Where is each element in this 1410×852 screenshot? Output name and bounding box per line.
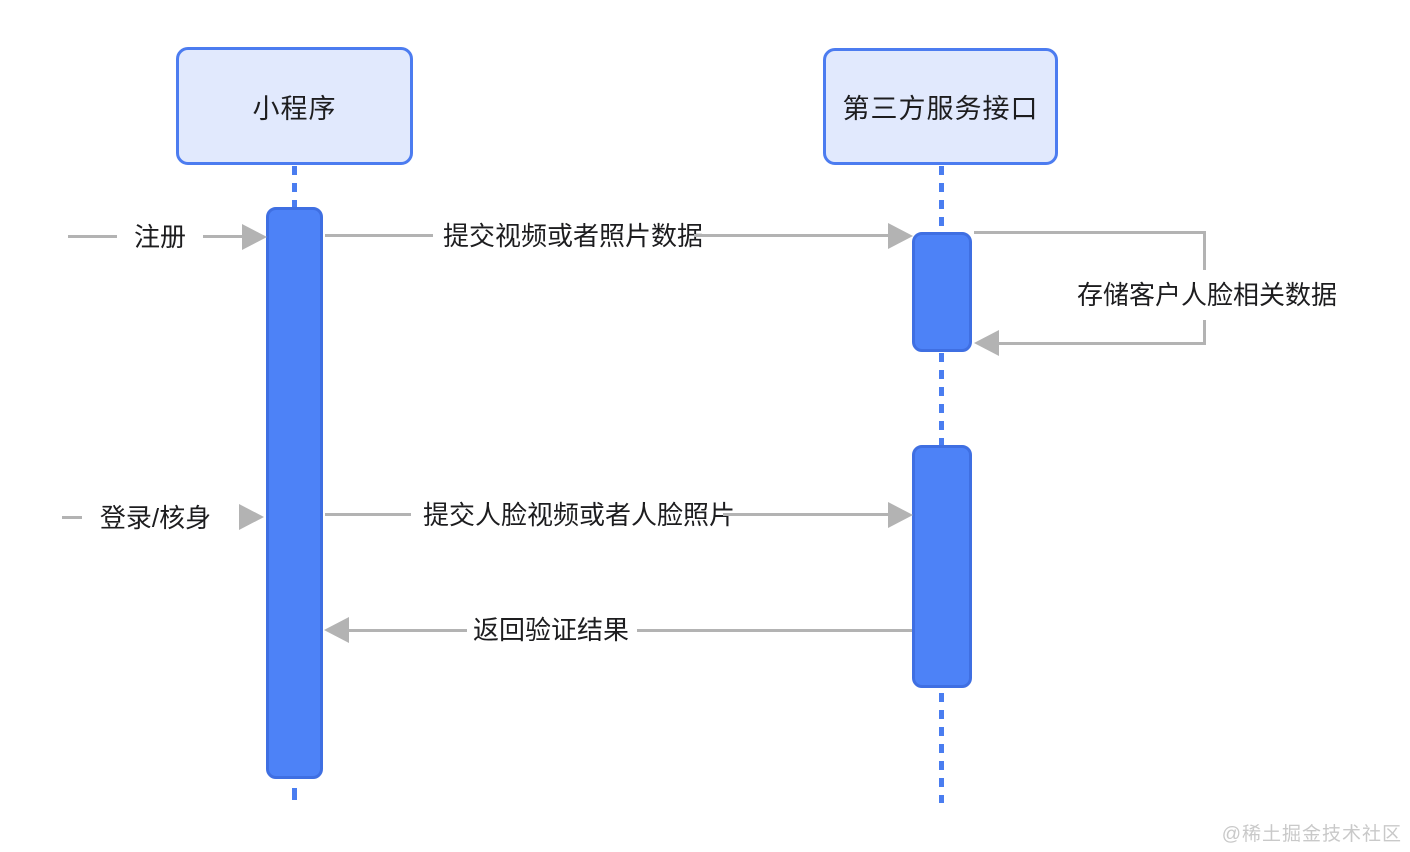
actor-box-mini-program: 小程序 bbox=[176, 47, 413, 165]
lifeline-third-party-top bbox=[939, 166, 944, 232]
arrowhead-right-icon bbox=[242, 224, 267, 250]
activation-bar-third-party-1 bbox=[912, 232, 972, 352]
watermark: @稀土掘金技术社区 bbox=[1221, 824, 1402, 845]
actor-label-third-party-api: 第三方服务接口 bbox=[842, 94, 1039, 124]
lifeline-third-party-middle bbox=[939, 353, 944, 445]
message-label-submit-face-media: 提交人脸视频或者人脸照片 bbox=[423, 500, 736, 530]
activation-bar-mini-program bbox=[266, 207, 323, 779]
arrow-line bbox=[637, 629, 912, 632]
arrowhead-right-icon bbox=[239, 504, 264, 530]
arrowhead-right-icon bbox=[888, 502, 913, 528]
arrow-line bbox=[998, 342, 1206, 345]
arrow-line bbox=[325, 513, 411, 516]
arrow-line bbox=[325, 234, 433, 237]
arrowhead-left-icon bbox=[974, 330, 999, 356]
arrow-line bbox=[62, 516, 82, 519]
message-label-submit-media: 提交视频或者照片数据 bbox=[443, 221, 704, 251]
arrow-line bbox=[694, 234, 888, 237]
arrowhead-left-icon bbox=[324, 617, 349, 643]
lifeline-mini-program-bottom bbox=[292, 788, 297, 800]
message-label-register: 注册 bbox=[133, 222, 186, 252]
activation-bar-third-party-2 bbox=[912, 445, 972, 688]
actor-label-mini-program: 小程序 bbox=[252, 93, 337, 124]
message-label-login-verify: 登录/核身 bbox=[99, 503, 212, 533]
lifeline-third-party-bottom bbox=[939, 693, 944, 803]
message-label-store-face-data: 存储客户人脸相关数据 bbox=[1060, 270, 1354, 320]
message-label-return-result: 返回验证结果 bbox=[473, 615, 630, 645]
arrow-line bbox=[974, 231, 1206, 234]
arrow-line bbox=[349, 629, 467, 632]
lifeline-mini-program-top bbox=[292, 166, 297, 208]
arrow-line bbox=[203, 235, 243, 238]
arrowhead-right-icon bbox=[888, 223, 913, 249]
arrow-line bbox=[723, 513, 888, 516]
actor-box-third-party-api: 第三方服务接口 bbox=[823, 48, 1058, 165]
arrow-line bbox=[68, 235, 117, 238]
